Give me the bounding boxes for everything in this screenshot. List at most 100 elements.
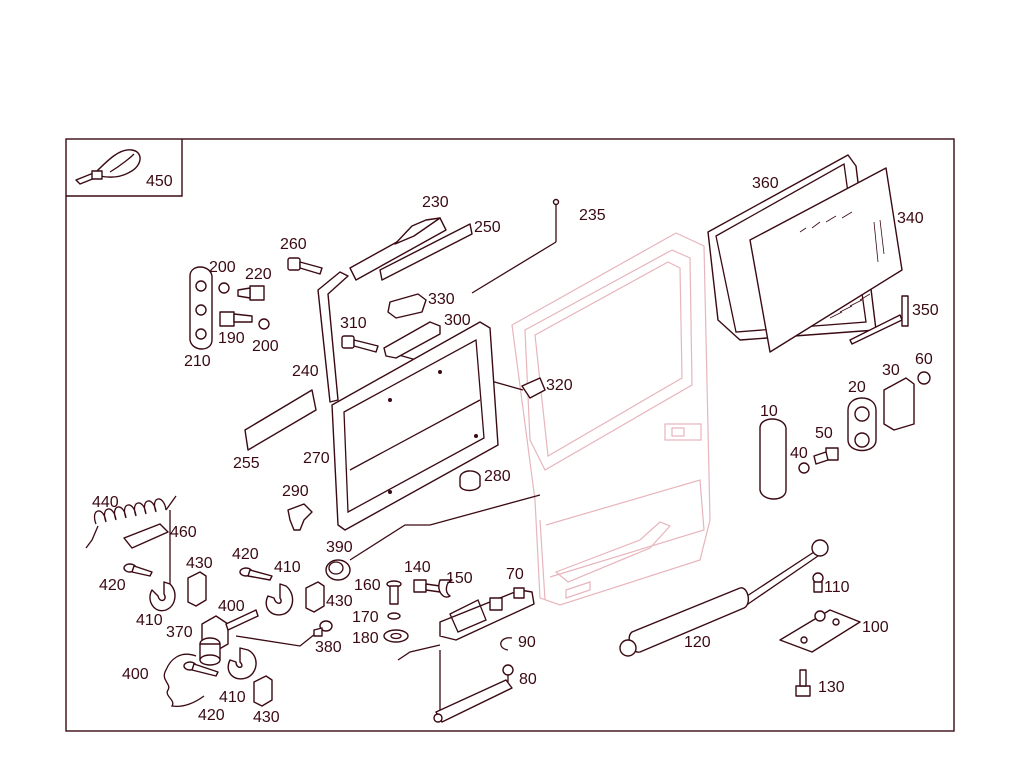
part-230-trim-strip: [349, 217, 447, 281]
label-460: 460: [170, 524, 197, 541]
label-420-b: 420: [232, 546, 259, 563]
label-200-top: 200: [209, 259, 236, 276]
label-430-a: 430: [186, 555, 213, 572]
part-350-rod: [849, 295, 909, 345]
part-400-bolt: [225, 609, 259, 631]
label-200-bottom: 200: [252, 338, 279, 355]
label-170: 170: [352, 609, 379, 626]
part-280-grommet: [459, 470, 481, 492]
label-430-c: 430: [253, 709, 280, 726]
part-170-washer: [387, 612, 401, 620]
label-220: 220: [245, 266, 272, 283]
part-160-screw: [386, 580, 402, 605]
label-300: 300: [444, 312, 471, 329]
label-100: 100: [862, 619, 889, 636]
part-number-labels: 230 235 250 260 200 220 330 310 300 190 …: [92, 175, 939, 726]
label-30: 30: [882, 362, 900, 379]
label-150: 150: [446, 570, 473, 587]
part-370-mount: [199, 615, 229, 666]
label-230: 230: [422, 194, 449, 211]
part-210-hinge-plate: [189, 266, 213, 350]
label-160: 160: [354, 577, 381, 594]
label-450: 450: [146, 173, 173, 190]
part-420-screw-b: [239, 567, 273, 581]
part-340-window-glass: [749, 167, 903, 353]
part-250-strip: [379, 223, 473, 281]
label-430-b: 430: [326, 593, 353, 610]
part-400-coil-cable: [163, 653, 205, 708]
diagram-frame: [65, 138, 955, 732]
part-420-screw-a: [123, 563, 153, 577]
part-420-screw-c: [183, 661, 219, 677]
part-410-clamp-c: [227, 647, 257, 680]
part-290-clip: [287, 503, 313, 531]
label-90: 90: [518, 634, 536, 651]
label-140: 140: [404, 559, 431, 576]
part-180-bushing: [383, 629, 409, 643]
label-370: 370: [166, 624, 193, 641]
label-330: 330: [428, 291, 455, 308]
part-380-screw: [313, 620, 333, 637]
label-390: 390: [326, 539, 353, 556]
label-410-c: 410: [219, 689, 246, 706]
label-350: 350: [912, 302, 939, 319]
part-410-clamp-a: [149, 581, 176, 612]
label-310: 310: [340, 315, 367, 332]
label-235: 235: [579, 207, 606, 224]
label-130: 130: [818, 679, 845, 696]
part-440-spring: [85, 495, 177, 549]
part-240-door-seal: [317, 271, 349, 403]
label-440: 440: [92, 494, 119, 511]
label-290: 290: [282, 483, 309, 500]
label-400-a: 400: [218, 598, 245, 615]
part-50-bolt: [813, 447, 839, 465]
part-20-bracket: [847, 397, 877, 452]
part-90-clip: [500, 637, 513, 651]
part-60-washer: [917, 371, 931, 385]
part-460-block: [123, 523, 169, 549]
part-270-inner-panel: [331, 321, 499, 531]
part-140-bolt: [413, 579, 441, 593]
label-40: 40: [790, 445, 808, 462]
label-20: 20: [848, 379, 866, 396]
part-260-screw: [287, 257, 323, 275]
part-30-pad: [883, 377, 915, 431]
cable-tie-part: [75, 149, 141, 185]
label-270: 270: [303, 450, 330, 467]
part-200-washer-2: [258, 318, 270, 330]
label-320: 320: [546, 377, 573, 394]
part-390-cap: [325, 559, 351, 581]
part-235-rod-tip: [552, 198, 560, 206]
label-380: 380: [315, 639, 342, 656]
part-310-screw: [341, 335, 379, 353]
label-180: 180: [352, 630, 379, 647]
label-420-a: 420: [99, 577, 126, 594]
label-255: 255: [233, 455, 260, 472]
label-50: 50: [815, 425, 833, 442]
label-340: 340: [897, 210, 924, 227]
part-430-clip-b: [305, 581, 325, 613]
part-120-gas-strut: [619, 539, 829, 657]
label-400-b: 400: [122, 666, 149, 683]
label-10: 10: [760, 403, 778, 420]
part-130-bolt: [795, 669, 811, 697]
label-190: 190: [218, 330, 245, 347]
inset-box-450: 450: [66, 139, 183, 197]
label-80: 80: [519, 671, 537, 688]
label-280: 280: [484, 468, 511, 485]
label-360: 360: [752, 175, 779, 192]
label-250: 250: [474, 219, 501, 236]
part-255-pad: [244, 389, 317, 451]
label-110: 110: [824, 579, 850, 596]
part-200-washer: [218, 282, 230, 294]
label-410-b: 410: [274, 559, 301, 576]
part-70-lock-mechanism: [439, 587, 535, 641]
label-410-a: 410: [136, 612, 163, 629]
part-190-bolt: [219, 311, 253, 327]
label-420-c: 420: [198, 707, 225, 724]
label-240: 240: [292, 363, 319, 380]
part-40-washer: [798, 462, 810, 474]
part-430-clip-a: [187, 571, 207, 607]
part-320-latch: [521, 377, 546, 399]
